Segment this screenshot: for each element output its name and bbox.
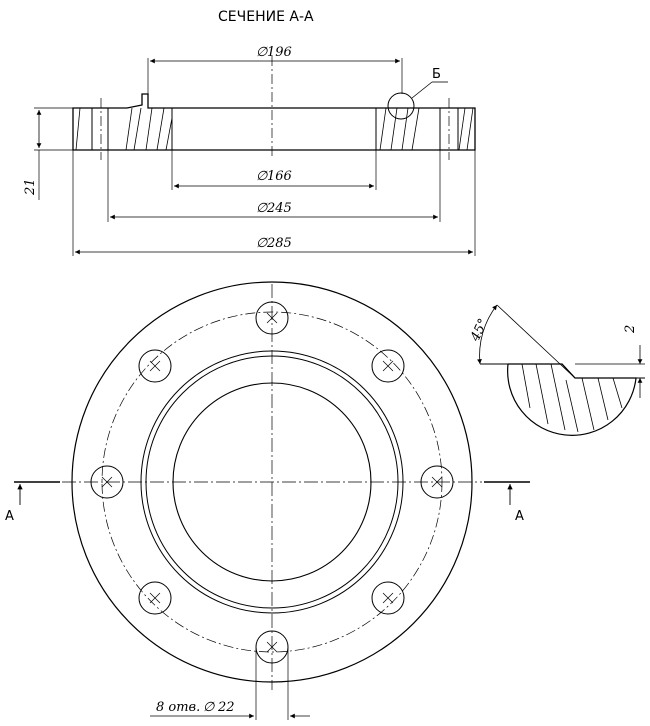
bolt-hole-top-right — [371, 349, 405, 383]
detail-outline — [507, 363, 637, 436]
bolt-hole-left — [90, 465, 124, 499]
dim-45: 45° — [468, 316, 492, 344]
detail-circle — [387, 92, 415, 120]
dim-285-symbol: ∅ — [256, 236, 268, 251]
dim-2: 2 — [623, 325, 638, 334]
dim-166: 166 — [267, 169, 292, 184]
bolt-hole-top — [255, 301, 289, 335]
holes-count: 8 отв. — [156, 700, 200, 715]
section-mark-right: А — [515, 509, 524, 524]
bolt-hole-right — [420, 465, 454, 499]
hatch-left — [125, 107, 173, 151]
dim-245-symbol: ∅ — [256, 201, 268, 216]
section-mark-left: А — [5, 509, 14, 524]
plan-view: 8 отв. ∅ 22 А А — [5, 281, 530, 720]
dim-196-symbol: ∅ — [256, 45, 268, 60]
dim-196: 196 — [267, 45, 292, 60]
section-view: Б ∅ 196 ∅ 166 ∅ 245 ∅ 285 21 — [23, 45, 476, 256]
holes-d-symbol: ∅ — [203, 700, 215, 715]
detail-view: 45° 2 — [468, 304, 645, 436]
bolt-hole-bottom-right — [371, 581, 405, 615]
detail-label: Б — [432, 67, 441, 82]
hatch-right — [379, 107, 474, 151]
bolt-holes — [90, 301, 454, 664]
section-title: СЕЧЕНИЕ А-А — [218, 9, 314, 25]
dim-21: 21 — [23, 178, 38, 196]
dim-285: 285 — [266, 236, 292, 251]
dim-245: 245 — [266, 201, 292, 216]
holes-d: 22 — [217, 700, 235, 715]
bolt-hole-top-left — [138, 349, 172, 383]
section-outline — [72, 93, 476, 151]
detail-hatch — [521, 363, 623, 433]
dim-166-symbol: ∅ — [256, 169, 268, 184]
bolt-hole-bottom-left — [138, 581, 172, 615]
